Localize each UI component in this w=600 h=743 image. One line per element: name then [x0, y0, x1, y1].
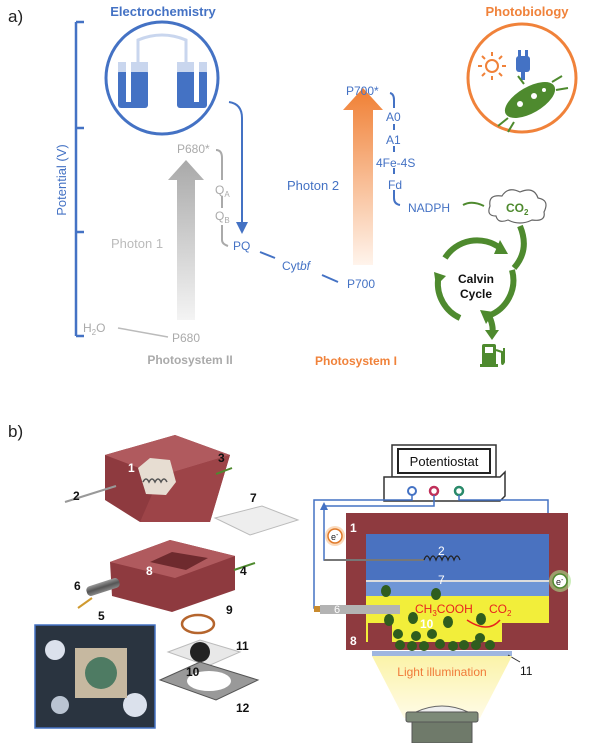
nadph-label: NADPH [408, 201, 450, 215]
cell-label-10: 10 [420, 617, 434, 631]
lamp-icon [405, 705, 479, 743]
electrode-6-wire [77, 597, 93, 609]
cell-label-6: 6 [334, 604, 340, 616]
bacterium-icon [497, 75, 569, 133]
part-10-label: 10 [186, 665, 200, 679]
calvin-line1: Calvin [458, 272, 494, 286]
photosystem-ii-title: Photosystem II [147, 353, 232, 367]
device-photo [34, 624, 156, 729]
calvin-arrowheads [434, 240, 508, 324]
o-ring-9 [180, 613, 216, 635]
counter-electrode-coil [423, 555, 461, 562]
plug-icon [516, 50, 530, 80]
cell-label-2: 2 [438, 544, 445, 558]
part-2-label: 2 [73, 489, 80, 503]
wire-2 [64, 485, 117, 503]
panel-b-label: b) [8, 422, 23, 441]
fuel-pump-icon [480, 344, 505, 367]
electrochemical-cell [346, 513, 568, 656]
wire-4 [233, 562, 256, 571]
potentiostat [383, 444, 506, 502]
qa-label: QA [215, 183, 230, 199]
a1-label: A1 [386, 133, 401, 147]
chamber-part-8 [110, 540, 235, 612]
h2o-line [117, 327, 169, 338]
wire-3 [215, 467, 233, 475]
light-beam [372, 656, 512, 718]
wire-arrowhead [320, 502, 328, 510]
part-9-label: 9 [226, 603, 233, 617]
working-electrode-6 [320, 605, 400, 614]
psi-chain-line [389, 92, 401, 206]
co2-conversion-arrow [466, 619, 501, 628]
co2-uptake-arrow [511, 224, 527, 270]
photon-1-label: Photon 1 [111, 236, 163, 251]
p680: P680 [172, 331, 200, 345]
nadph-to-calvin-link [462, 201, 485, 207]
fd-label: Fd [388, 178, 402, 192]
part-5-label: 5 [98, 609, 105, 623]
co2-label-a: CO2 [506, 201, 529, 217]
electron-label-left: e- [331, 532, 339, 542]
potential-axis [74, 20, 84, 338]
part-11-label: 11 [236, 639, 249, 653]
part-12-label: 12 [236, 701, 250, 715]
electron-green-icon [549, 570, 571, 592]
cell-label-7: 7 [438, 573, 445, 587]
electrochemistry-title: Electrochemistry [110, 4, 216, 19]
co2-label-b: CO2 [489, 602, 512, 618]
acetate-label: CH3COOH [415, 602, 473, 618]
p680-excited: P680* [177, 142, 210, 156]
pq-cyt-link [259, 251, 276, 259]
electrode-10 [190, 642, 210, 662]
h2o-label: H2O [83, 321, 105, 337]
mesh-part-7 [213, 505, 300, 536]
photobiology-title: Photobiology [485, 4, 569, 19]
electrode-tip [314, 606, 320, 612]
light-illumination-label: Light illumination [397, 665, 486, 679]
photon-2-label: Photon 2 [287, 178, 339, 193]
part-1-label: 1 [128, 461, 135, 475]
co2-cloud-icon [488, 189, 547, 224]
bacteria-cells [381, 585, 495, 651]
sun-icon [478, 52, 506, 80]
cell-label-1: 1 [350, 521, 357, 535]
electron-injection-arrow [228, 101, 248, 234]
electron-orange-icon [325, 526, 345, 546]
calvin-line2: Cycle [460, 287, 492, 301]
plate-12-hole [187, 671, 231, 691]
cytbf-label: Cytbf [282, 259, 312, 273]
photobiology-icon [466, 22, 578, 134]
potentiostat-label: Potentiostat [410, 454, 479, 469]
cell-label-8: 8 [350, 634, 357, 648]
part-4-label: 4 [240, 564, 247, 578]
photon-1-arrow [168, 160, 204, 320]
part-6-label: 6 [74, 579, 81, 593]
photon-2-arrow [343, 88, 383, 265]
panel-a-label: a) [8, 7, 23, 26]
cyt-p700-link [321, 274, 339, 283]
cell-label-11: 11 [520, 664, 533, 678]
pq-label: PQ [233, 239, 250, 253]
p700: P700 [347, 277, 375, 291]
fuel-arrowhead [485, 330, 499, 340]
psii-chain-line [215, 149, 229, 247]
p700-excited: P700* [346, 84, 379, 98]
part-8-label: 8 [146, 564, 153, 578]
calvin-cycle-icon [434, 237, 517, 321]
a0-label: A0 [386, 110, 401, 124]
part-3-label: 3 [218, 451, 225, 465]
electrochemical-cell-icon [104, 20, 220, 136]
qb-label: QB [215, 209, 230, 225]
chamber-part-1 [105, 435, 230, 522]
axis-label: Potential (V) [54, 144, 69, 216]
part-7-label: 7 [250, 491, 257, 505]
electrode-6 [86, 578, 120, 596]
photosystem-i-title: Photosystem I [315, 354, 397, 368]
electron-label-right: e- [556, 577, 564, 587]
fes-label: 4Fe-4S [376, 156, 415, 170]
